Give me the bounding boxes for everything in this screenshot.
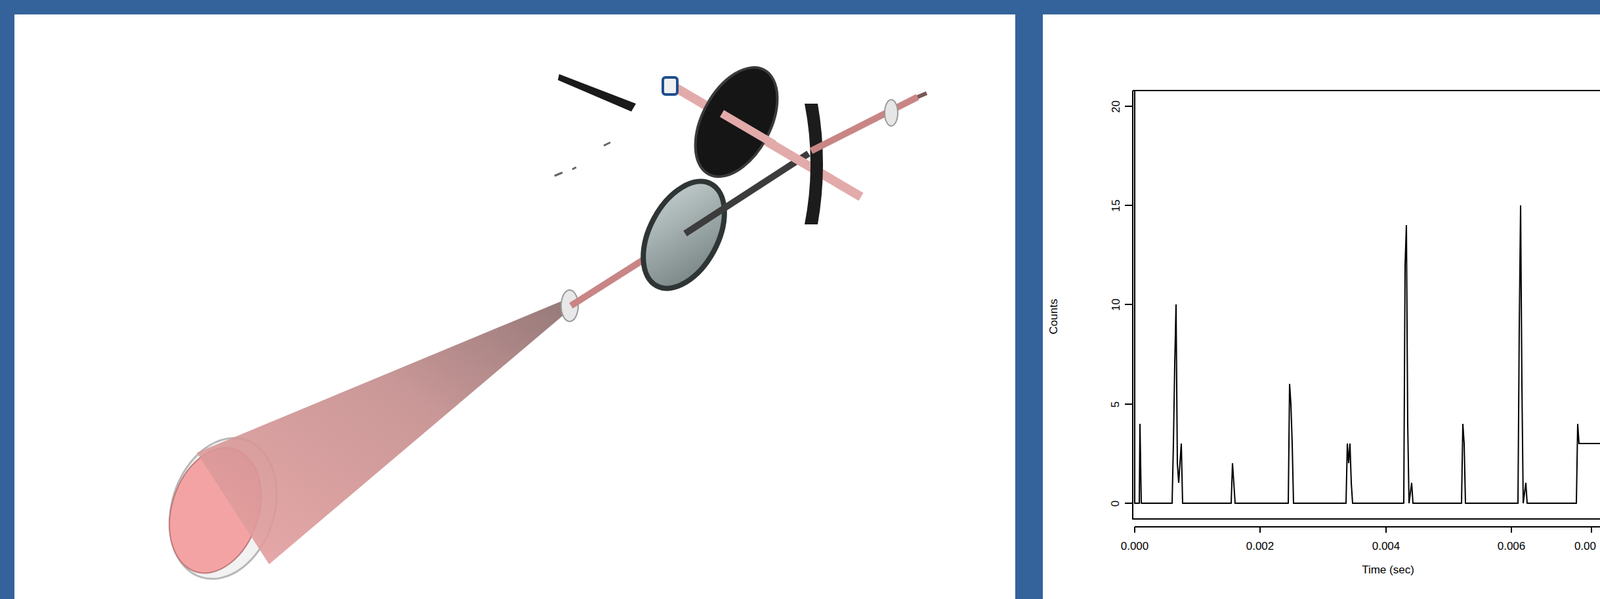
debris-marks: [554, 142, 611, 176]
beam: [811, 97, 918, 151]
light-cone: [196, 300, 569, 565]
count-trace: [1134, 90, 1600, 504]
right-panel: [1042, 14, 1600, 599]
y-tick-label: 0: [1110, 500, 1122, 506]
dark-disc: [678, 53, 795, 191]
small-lens: [884, 99, 898, 127]
x-tick-label: 0.002: [1246, 540, 1275, 552]
x-tick-label: 0.004: [1372, 540, 1401, 552]
y-tick-label: 10: [1109, 298, 1121, 312]
cross-beam: [721, 113, 775, 145]
axis-title: Time (sec): [1361, 564, 1415, 576]
y-tick-label: 5: [1110, 400, 1122, 407]
x-tick-label: 0.006: [1497, 540, 1526, 552]
beam-tip: [917, 93, 927, 98]
x-tick-label: 0.000: [1120, 540, 1150, 552]
left-panel: [14, 14, 1016, 599]
chart: [1124, 85, 1600, 533]
y-tick-label: 15: [1109, 199, 1121, 212]
detector: [662, 77, 678, 95]
y-ticks: [1124, 106, 1133, 504]
axis-title: Counts: [1048, 298, 1060, 335]
x-tick-label: 0.00: [1574, 540, 1597, 552]
curved-mirror: [804, 103, 823, 225]
optical-setup: [152, 53, 927, 594]
plot-frame: [1132, 90, 1600, 520]
slanted-plate: [557, 74, 636, 112]
y-tick-label: 20: [1109, 100, 1121, 113]
x-axis: [1134, 526, 1600, 533]
lens-disc: [626, 168, 741, 302]
